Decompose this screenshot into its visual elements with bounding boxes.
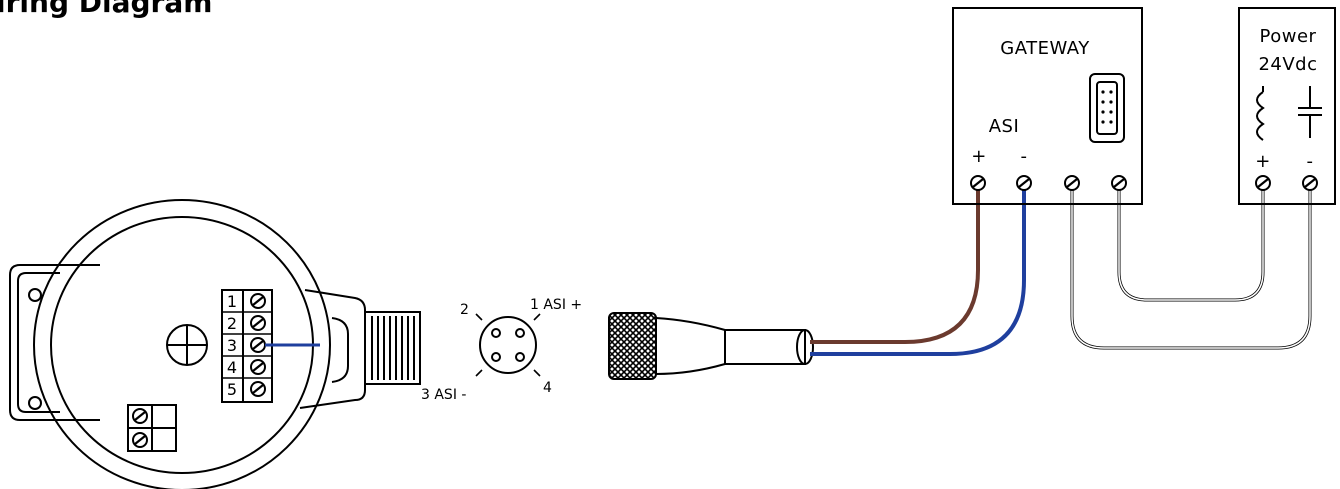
gateway-box: GATEWAY ASI + - <box>952 7 1143 205</box>
gateway-title: GATEWAY <box>1000 38 1090 59</box>
adjustment-screw-icon <box>166 324 208 366</box>
power-minus-label: - <box>1307 151 1314 172</box>
brown-wire <box>810 186 980 344</box>
pin2-label: 2 <box>460 302 469 318</box>
page-title: iring Diagram <box>0 0 212 19</box>
pin3-label: 3 ASI - <box>421 387 466 403</box>
power-plus-label: + <box>1255 151 1271 172</box>
power-title-line2: 24Vdc <box>1258 54 1317 75</box>
mounting-hole-bottom <box>28 396 42 410</box>
mounting-hole-top <box>28 288 42 302</box>
power-title-line1: Power <box>1260 26 1317 47</box>
terminal-screw-5 <box>249 380 267 398</box>
terminal-screw-2 <box>249 314 267 332</box>
capacitor-icon <box>1298 86 1322 138</box>
terminal-number-3: 3 <box>227 336 237 355</box>
power-screw-minus <box>1301 174 1319 192</box>
gateway-screw-3 <box>1063 174 1081 192</box>
knurled-nut <box>608 312 657 380</box>
power-screw-plus <box>1254 174 1272 192</box>
pin1-label: 1 ASI + <box>530 297 582 313</box>
terminal-number-2: 2 <box>227 314 237 333</box>
gateway-screw-4 <box>1110 174 1128 192</box>
gland-thread <box>371 316 415 380</box>
terminal-screw-1 <box>249 292 267 310</box>
terminal-screw-4 <box>249 358 267 376</box>
black-wire-minus <box>1070 186 1312 350</box>
terminal-screw-3 <box>249 336 267 354</box>
terminal-number-4: 4 <box>227 358 237 377</box>
gateway-plus-label: + <box>971 146 987 167</box>
terminal-number-5: 5 <box>227 380 237 399</box>
gateway-screw-minus <box>1015 174 1033 192</box>
sensor-housing <box>9 199 421 489</box>
gateway-minus-label: - <box>1021 146 1028 167</box>
inductor-icon <box>1256 86 1265 141</box>
connector-pinout: 2 1 ASI + 3 ASI - 4 <box>421 297 582 403</box>
db9-port-icon <box>1089 73 1125 143</box>
power-supply-box: Power 24Vdc + - <box>1238 7 1336 205</box>
gateway-screw-plus <box>969 174 987 192</box>
blue-wire <box>810 186 1026 356</box>
cable-connector <box>608 312 814 380</box>
terminal-strip: 1 2 3 4 5 <box>221 289 273 403</box>
terminal-number-1: 1 <box>227 292 237 311</box>
wires <box>810 186 1312 356</box>
gateway-asi-label: ASI <box>989 116 1020 137</box>
pin4-label: 4 <box>543 380 552 396</box>
ground-terminal-block <box>127 404 177 452</box>
